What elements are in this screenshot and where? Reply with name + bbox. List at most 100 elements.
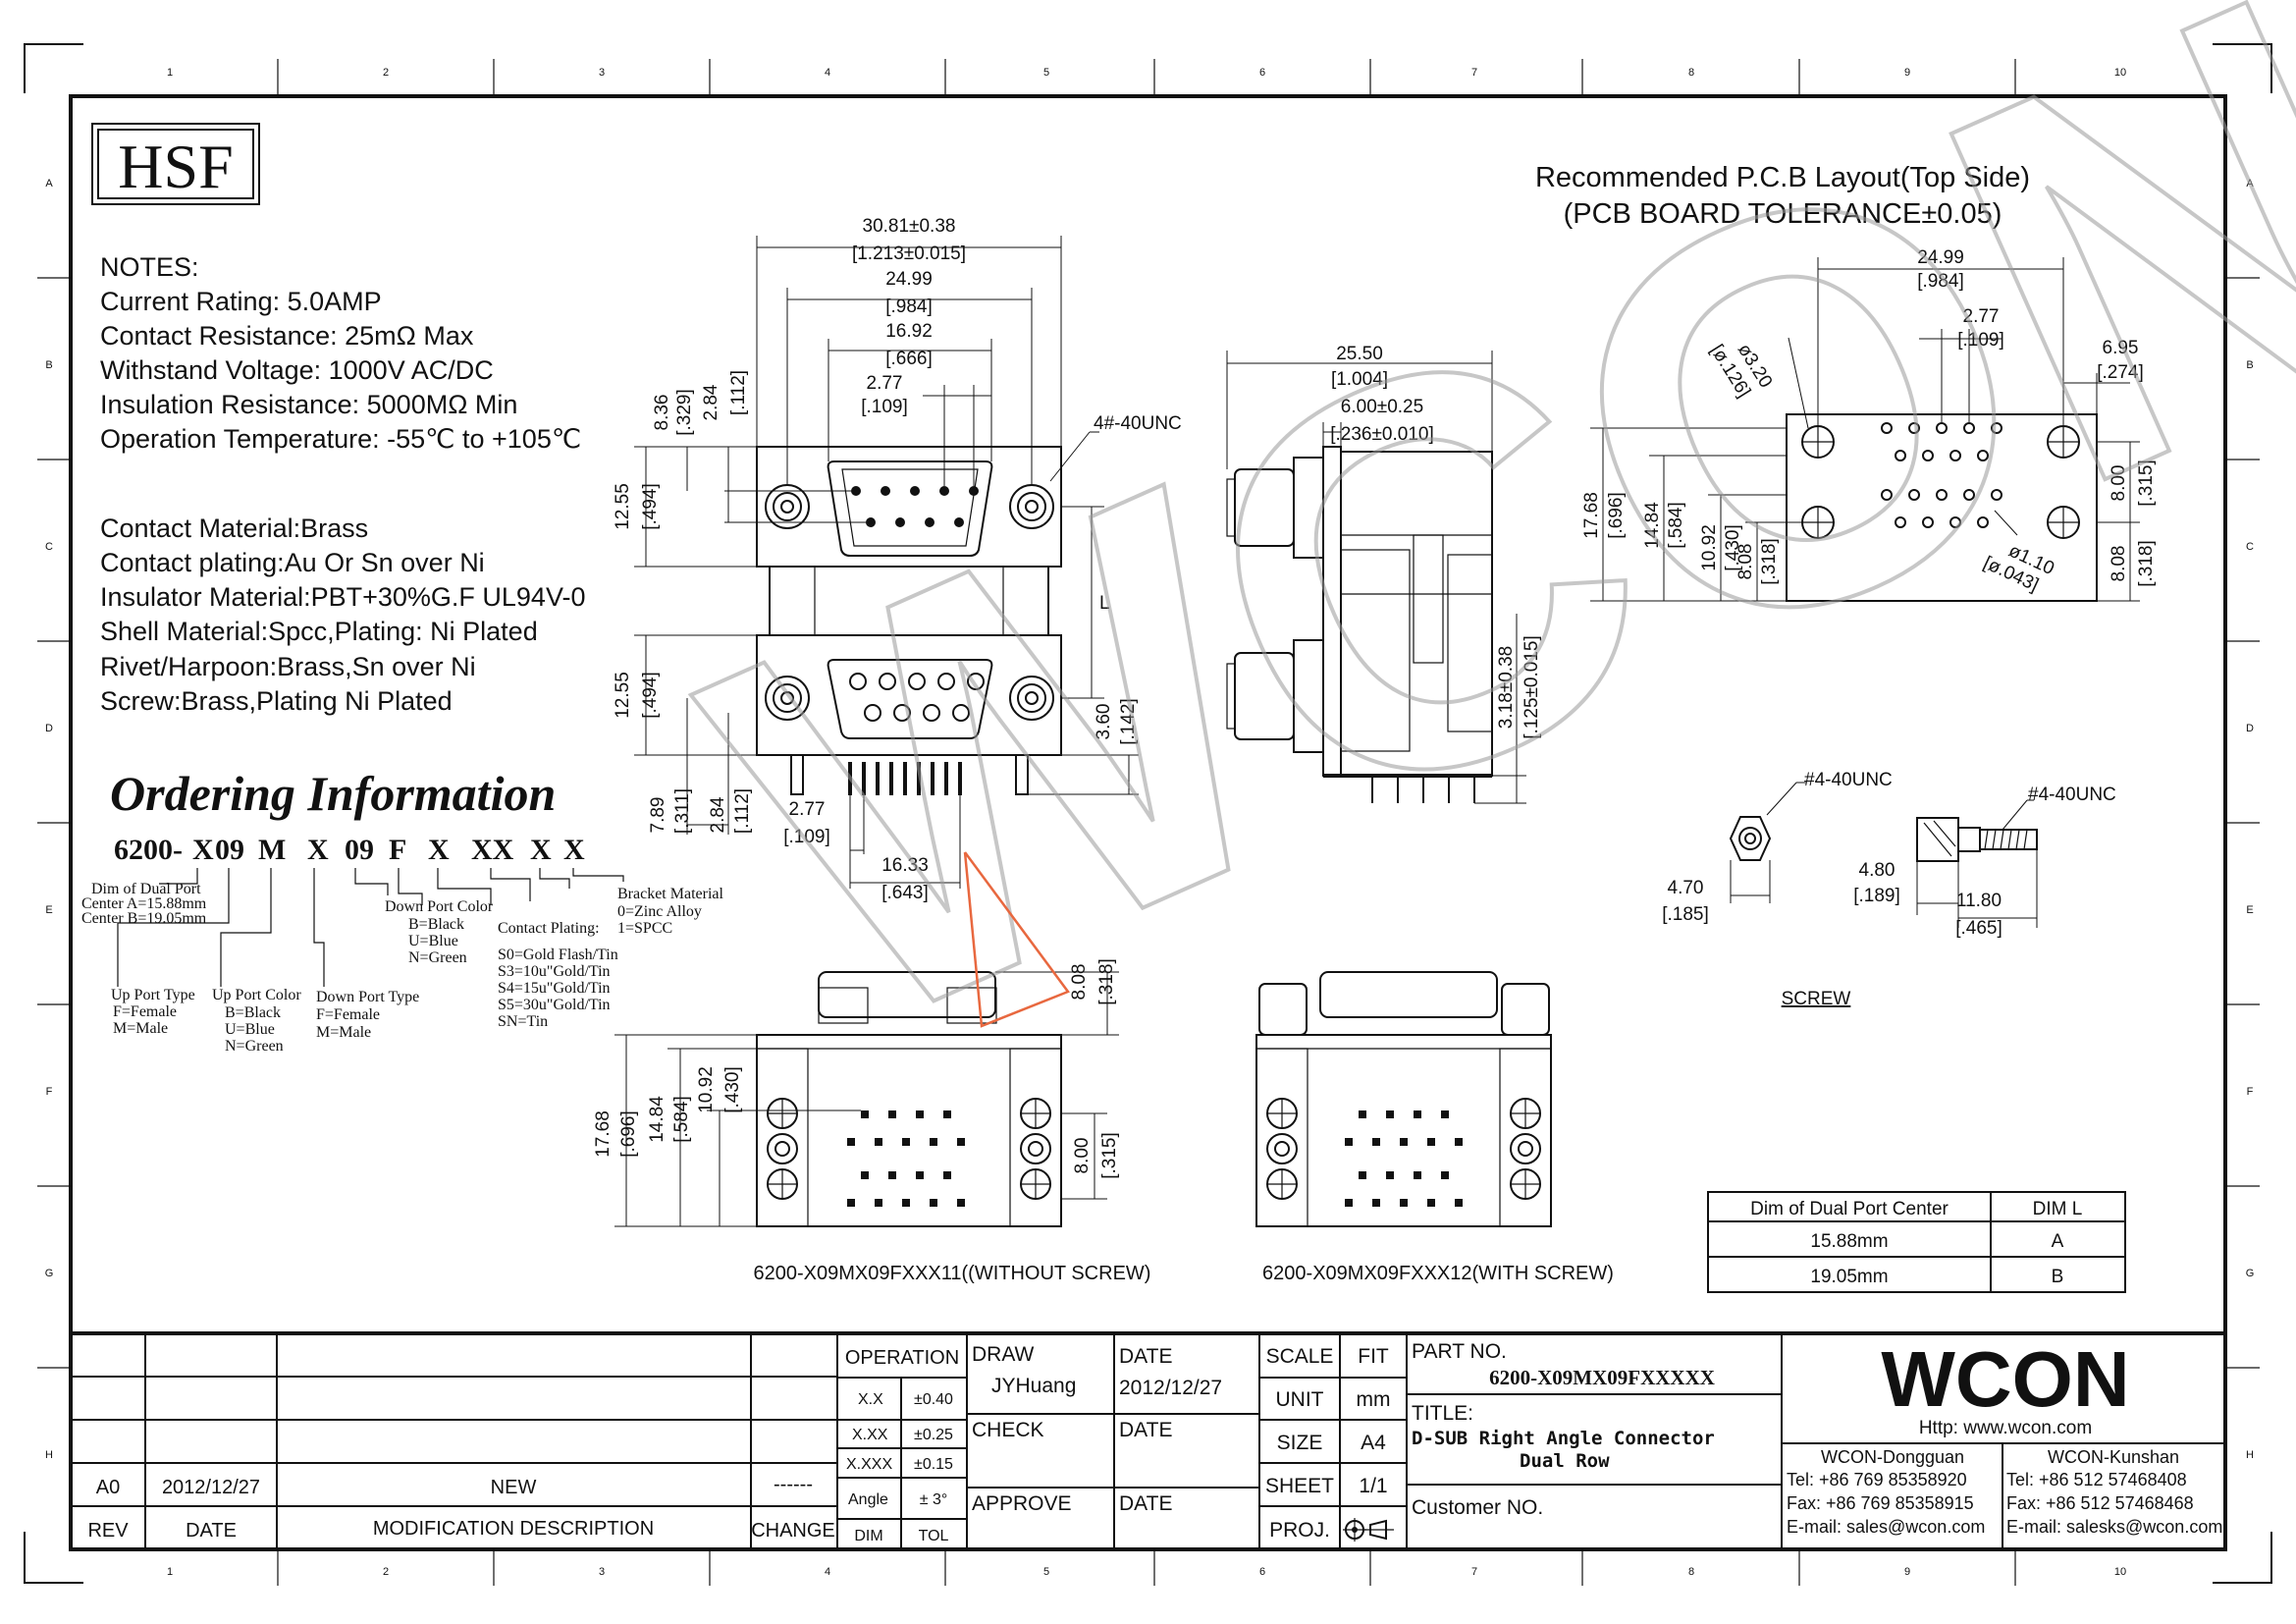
dim-front-pitch-in: [.109]	[861, 397, 908, 417]
scale-value: FIT	[1358, 1345, 1389, 1368]
pcb-subtitle: (PCB BOARD TOLERANCE±0.05)	[1564, 198, 2002, 230]
dim-table-cell: 19.05mm	[1810, 1267, 1888, 1287]
code-part: X	[192, 834, 214, 866]
ordering-info: Ordering Information 6200- X 09 M X 09 F…	[81, 766, 724, 1055]
legend-dim-dual: Center A=15.88mm	[81, 895, 207, 912]
dim-front-b2-in: [.112]	[732, 788, 753, 834]
screw-d2-in: [.189]	[1853, 886, 1900, 906]
dim-pcb-edge-in: [.274]	[2097, 362, 2144, 383]
dim-pcb-pitch-in: [.109]	[1957, 330, 2004, 351]
screw-thread-2: #4-40UNC	[2028, 785, 2116, 805]
dim-pcb-r2-in: [.318]	[2136, 540, 2157, 587]
col-label-6-bottom: 6	[1259, 1566, 1265, 1578]
dim-front-b2: 2.84	[708, 796, 728, 833]
wcon-watermark: WCON	[640, 0, 2296, 1150]
dim-front-port-h2: 12.55	[613, 672, 633, 719]
company-logo: WCON	[1881, 1335, 2129, 1423]
dim-side-flange-in: [.236±0.010]	[1330, 424, 1434, 445]
zone-ticks	[37, 59, 2260, 1586]
date-label: DATE	[1119, 1492, 1172, 1515]
rev-change: ------	[774, 1474, 813, 1495]
legend-plating: S4=15u"Gold/Tin	[498, 980, 611, 997]
pcb-layout: Recommended P.C.B Layout(Top Side) (PCB …	[1535, 162, 2157, 602]
dim-side-depth: 25.50	[1336, 344, 1383, 364]
office-fax: Fax: +86 769 85358915	[1787, 1493, 1974, 1513]
tol-label: TOL	[919, 1528, 949, 1544]
draw-date: 2012/12/27	[1119, 1377, 1222, 1399]
code-part: X	[428, 834, 450, 866]
tol-dim: X.XX	[852, 1427, 888, 1443]
dim-label: DIM	[854, 1528, 882, 1544]
legend-up-type: Up Port Type	[111, 987, 195, 1003]
side-view: 25.50 [1.004] 6.00±0.25 [.236±0.010] 3.1…	[1226, 344, 1542, 804]
dim-side-pin-in: [.125±0.015]	[1522, 635, 1542, 739]
row-label-h: H	[45, 1449, 53, 1461]
dim-pcb-h4: 8.08	[1735, 544, 1756, 580]
notes-heading: NOTES:	[100, 252, 199, 282]
date-label: DATE	[1119, 1419, 1172, 1441]
legend-plating: Contact Plating:	[498, 920, 600, 937]
dim-pcb-w-in: [.984]	[1917, 271, 1964, 292]
row-label-e: E	[45, 904, 52, 916]
part-no-label: PART NO.	[1412, 1340, 1507, 1363]
col-label-5-bottom: 5	[1043, 1566, 1049, 1578]
col-label-6: 6	[1259, 67, 1265, 79]
col-label-7: 7	[1471, 67, 1477, 79]
col-label-5: 5	[1043, 67, 1049, 79]
red-annotation-mark	[963, 851, 1070, 1028]
dim-bottom-h1-in: [.696]	[618, 1110, 639, 1158]
title-label: TITLE:	[1412, 1402, 1473, 1425]
rev-value: A0	[96, 1477, 120, 1498]
col-label-3: 3	[599, 67, 605, 79]
draw-label: DRAW	[972, 1343, 1035, 1366]
dim-front-h2-in: [.112]	[728, 370, 749, 415]
legend-down-type: M=Male	[316, 1024, 371, 1041]
legend-down-type: Down Port Type	[316, 989, 419, 1005]
code-part: XX	[471, 834, 514, 866]
office-tel: Tel: +86 769 85358920	[1787, 1470, 1967, 1489]
dim-pcb-r1: 8.00	[2109, 465, 2129, 502]
rev-description: NEW	[491, 1477, 537, 1498]
row-label-f: F	[46, 1086, 53, 1098]
note-line: Insulation Resistance: 5000MΩ Min	[100, 390, 517, 419]
legend-plating: SN=Tin	[498, 1013, 548, 1030]
col-label-1: 1	[167, 67, 173, 79]
ordering-title: Ordering Information	[110, 766, 556, 821]
dim-table-header: Dim of Dual Port Center	[1750, 1199, 1949, 1219]
dim-table-cell: A	[2052, 1231, 2064, 1252]
screw-len-in: [.465]	[1955, 918, 2002, 939]
code-part: F	[389, 834, 406, 866]
sheet-value: 1/1	[1359, 1475, 1387, 1497]
dim-pcb-h4-in: [.318]	[1759, 538, 1780, 585]
dim-side-flange: 6.00±0.25	[1341, 397, 1423, 417]
tol-dim: X.XXX	[846, 1456, 892, 1473]
row-label-g-right: G	[2246, 1268, 2255, 1279]
office-name: WCON-Kunshan	[2048, 1447, 2179, 1467]
col-label-4: 4	[825, 67, 830, 79]
dim-front-h1: 8.36	[652, 395, 672, 431]
unit-label: UNIT	[1276, 1388, 1324, 1411]
office-fax: Fax: +86 512 57468468	[2006, 1493, 2194, 1513]
zone-labels: 1 2 3 4 5 6 7 8 9 10 1 2 3 4 5 6 7 8 9 1…	[45, 67, 2255, 1578]
screw-len: 11.80	[1956, 891, 2002, 911]
dim-front-l: L	[1099, 593, 1110, 614]
col-label-7-bottom: 7	[1471, 1566, 1477, 1578]
tol-dim: Angle	[848, 1491, 888, 1508]
row-label-f-right: F	[2247, 1086, 2254, 1098]
dim-bottom-h2: 14.84	[647, 1096, 667, 1143]
material-line: Insulator Material:PBT+30%G.F UL94V-0	[100, 582, 585, 612]
operation-label: OPERATION	[845, 1347, 959, 1369]
office-name: WCON-Dongguan	[1821, 1447, 1964, 1467]
dim-bottom-h2-in: [.584]	[671, 1096, 692, 1143]
code-part: 6200-	[114, 834, 183, 866]
draw-name: JYHuang	[991, 1375, 1076, 1397]
date-label: DATE	[1119, 1345, 1172, 1368]
unit-value: mm	[1357, 1388, 1391, 1411]
dim-pcb-edge: 6.95	[2103, 338, 2139, 358]
legend-up-type: M=Male	[113, 1020, 168, 1037]
row-label-a: A	[45, 178, 53, 189]
front-view: 30.81±0.38 [1.213±0.015] 24.99 [.984] 16…	[613, 216, 1182, 903]
projection-symbol-icon	[1343, 1518, 1394, 1542]
col-label-9: 9	[1904, 67, 1910, 79]
